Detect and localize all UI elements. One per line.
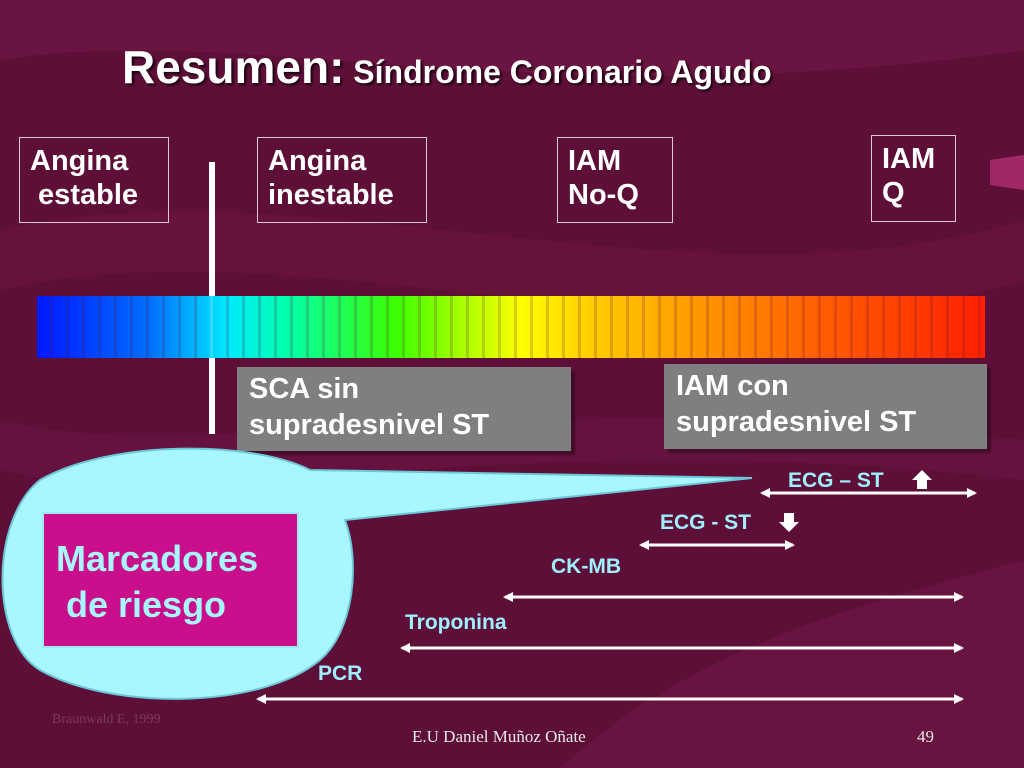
stage-label: Q — [882, 177, 905, 209]
risk-label: Marcadores — [56, 538, 259, 579]
group-iam-con-supradesnivel-st: IAM con supradesnivel ST — [664, 364, 987, 449]
title-subtitle: Síndrome Coronario Agudo — [353, 54, 772, 90]
down-arrow-icon — [779, 513, 799, 532]
group-label: supradesnivel ST — [676, 406, 917, 438]
risk-markers-box: Marcadores de riesgo — [42, 512, 299, 648]
marker-label-ck-mb: CK-MB — [551, 555, 621, 578]
stage-label: Angina — [30, 145, 129, 177]
stage-label: IAM — [568, 145, 622, 177]
group-label: supradesnivel ST — [249, 409, 490, 441]
page-number: 49 — [917, 727, 934, 746]
marker-label-ecg-st-up: ECG – ST — [788, 469, 884, 492]
title-main: Resumen: — [122, 41, 345, 93]
page-title: Resumen: Síndrome Coronario Agudo — [122, 40, 772, 94]
stage-angina-inestable: Angina inestable — [257, 137, 427, 223]
risk-label: de riesgo — [56, 584, 227, 625]
stage-label: IAM — [882, 143, 936, 175]
severity-spectrum-bar — [37, 296, 985, 358]
marker-label-ecg-st-down: ECG - ST — [660, 511, 752, 534]
group-label: IAM con — [676, 370, 789, 402]
stage-label: Angina — [268, 145, 367, 177]
stage-angina-estable: Angina estable — [19, 137, 169, 223]
stage-iam-no-q: IAM No-Q — [557, 137, 673, 223]
stage-iam-q: IAM Q — [871, 135, 956, 222]
stage-label: inestable — [268, 179, 394, 211]
stage-label: No-Q — [568, 179, 639, 211]
up-arrow-icon — [912, 470, 932, 489]
stage-label: estable — [30, 179, 138, 211]
group-label: SCA sin — [249, 373, 360, 405]
marker-label-pcr: PCR — [318, 662, 363, 685]
source-citation: Braunwald E, 1999 — [52, 712, 161, 727]
group-sca-sin-supradesnivel-st: SCA sin supradesnivel ST — [237, 367, 571, 451]
author-footer: E.U Daniel Muñoz Oñate — [412, 727, 586, 746]
marker-label-troponina: Troponina — [405, 611, 507, 634]
